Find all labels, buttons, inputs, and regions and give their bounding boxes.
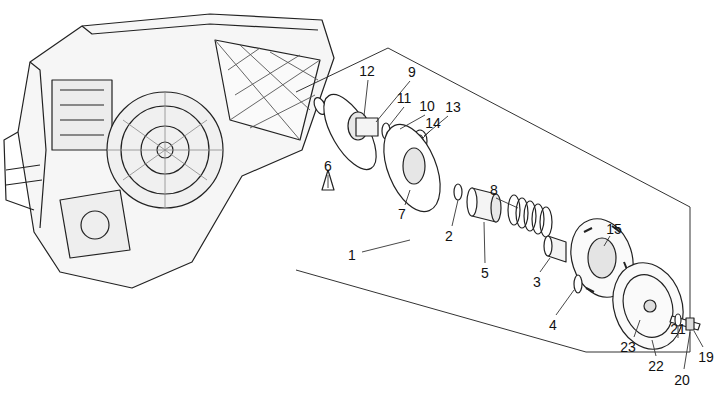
callout-number: 14 <box>424 115 442 131</box>
callout-number: 15 <box>605 221 623 237</box>
callout-number: 21 <box>669 321 687 337</box>
callout-number: 12 <box>358 63 376 79</box>
callout-number: 22 <box>647 358 665 374</box>
callout-number: 3 <box>532 274 542 290</box>
callout-number: 23 <box>619 339 637 355</box>
callout-number: 4 <box>548 317 558 333</box>
callout-number: 8 <box>489 182 499 198</box>
callout-number: 10 <box>418 98 436 114</box>
callout-number: 2 <box>444 228 454 244</box>
callout-number: 11 <box>396 90 413 106</box>
callout-number: 19 <box>697 349 715 365</box>
callout-number: 6 <box>323 158 333 174</box>
callout-number: 9 <box>407 64 417 80</box>
callout-number: 20 <box>673 372 691 388</box>
callout-number: 1 <box>347 247 357 263</box>
callout-number: 7 <box>397 206 407 222</box>
callout-number: 13 <box>444 99 462 115</box>
callout-number: 5 <box>480 265 490 281</box>
